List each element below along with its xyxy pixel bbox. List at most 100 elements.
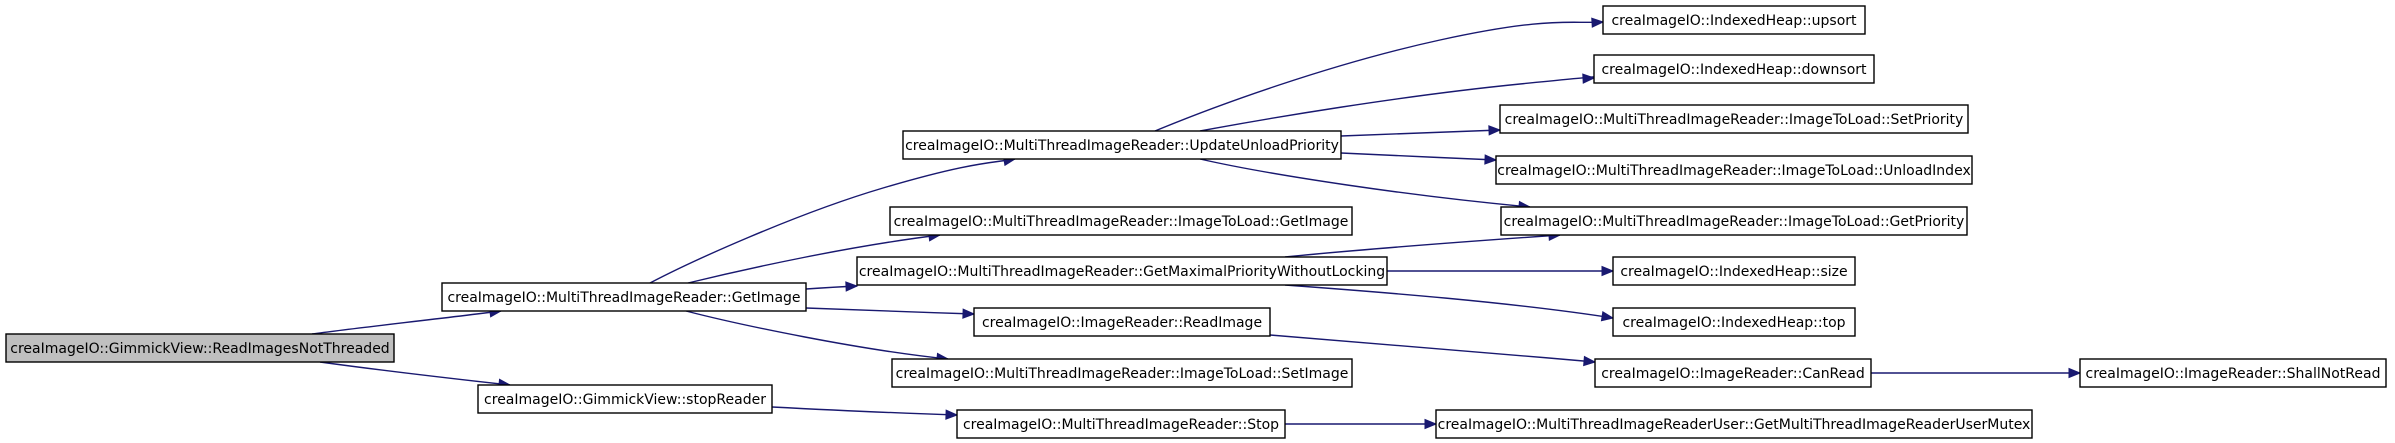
edge-n3-to-n11 [1340, 125, 1502, 137]
node-label: creaImageIO::MultiThreadImageReaderUser:… [1438, 417, 2031, 433]
arrowhead-icon [962, 308, 976, 319]
edge-line [771, 406, 958, 416]
edge-n1-to-n7 [685, 310, 950, 364]
graph-node-n2[interactable]: creaImageIO::GimmickView::stopReader [477, 384, 773, 414]
arrowhead-icon [2068, 367, 2082, 379]
node-box [441, 282, 807, 312]
edge-n3-to-n10 [1199, 73, 1596, 132]
graph-node-n17[interactable]: creaImageIO::ImageReader::ShallNotRead [2079, 358, 2387, 388]
node-label: creaImageIO::MultiThreadImageReader::Upd… [905, 138, 1339, 154]
graph-node-n10[interactable]: creaImageIO::IndexedHeap::downsort [1593, 54, 1875, 84]
edge-n16-to-n17 [1871, 367, 2082, 379]
node-label: creaImageIO::MultiThreadImageReader::Get… [859, 264, 1385, 280]
node-box [2079, 358, 2387, 388]
graph-node-n13[interactable]: creaImageIO::MultiThreadImageReader::Ima… [1500, 206, 1968, 236]
edge-line [687, 234, 941, 284]
edge-line [1199, 158, 1531, 208]
node-label: creaImageIO::MultiThreadImageReader::Sto… [963, 417, 1279, 433]
node-box [1435, 409, 2033, 439]
node-box [1602, 5, 1866, 35]
arrowhead-icon [1591, 17, 1605, 28]
node-box [1593, 54, 1875, 84]
graph-node-n1[interactable]: creaImageIO::MultiThreadImageReader::Get… [441, 282, 807, 312]
edge-n6-to-n16 [1269, 334, 1597, 367]
node-box [1612, 307, 1856, 337]
graph-node-n6[interactable]: creaImageIO::ImageReader::ReadImage [973, 307, 1271, 337]
node-box [477, 384, 773, 414]
node-label: creaImageIO::ImageReader::ShallNotRead [2086, 366, 2381, 382]
nodes-layer: creaImageIO::GimmickView::ReadImagesNotT… [5, 5, 2387, 439]
node-box [1594, 358, 1872, 388]
graph-node-n7[interactable]: creaImageIO::MultiThreadImageReader::Ima… [891, 358, 1353, 388]
arrowhead-icon [1600, 311, 1615, 322]
node-box [1499, 104, 1969, 134]
graph-node-n4[interactable]: creaImageIO::MultiThreadImageReader::Ima… [889, 206, 1353, 236]
edge-n5-to-n14 [1386, 265, 1615, 277]
graph-node-n0: creaImageIO::GimmickView::ReadImagesNotT… [5, 333, 395, 363]
node-label: creaImageIO::MultiThreadImageReader::Ima… [896, 366, 1349, 382]
arrowhead-icon [1582, 73, 1596, 84]
edges-layer [311, 17, 2082, 430]
node-box [889, 206, 1353, 236]
node-box [856, 256, 1388, 286]
arrowhead-icon [945, 409, 959, 420]
edge-n3-to-n12 [1340, 152, 1498, 165]
edge-line [1340, 129, 1501, 137]
graph-node-n9[interactable]: creaImageIO::IndexedHeap::upsort [1602, 5, 1866, 35]
node-label: creaImageIO::IndexedHeap::top [1622, 315, 1845, 331]
edge-line [1284, 284, 1614, 319]
arrowhead-icon [845, 281, 859, 292]
node-label: creaImageIO::IndexedHeap::size [1620, 264, 1847, 280]
node-box [1495, 155, 1973, 185]
node-label: creaImageIO::MultiThreadImageReader::Ima… [894, 214, 1349, 230]
arrowhead-icon [1601, 265, 1615, 277]
node-label: creaImageIO::GimmickView::stopReader [484, 392, 766, 408]
node-box [956, 409, 1286, 439]
node-label: creaImageIO::IndexedHeap::upsort [1611, 13, 1857, 29]
graph-node-n11[interactable]: creaImageIO::MultiThreadImageReader::Ima… [1499, 104, 1969, 134]
edge-n5-to-n15 [1284, 284, 1615, 322]
graph-node-n15[interactable]: creaImageIO::IndexedHeap::top [1612, 307, 1856, 337]
node-box [891, 358, 1353, 388]
graph-node-n3[interactable]: creaImageIO::MultiThreadImageReader::Upd… [902, 130, 1342, 160]
graph-node-n5[interactable]: creaImageIO::MultiThreadImageReader::Get… [856, 256, 1388, 286]
node-box [5, 333, 395, 363]
node-box [1500, 206, 1968, 236]
node-label: creaImageIO::GimmickView::ReadImagesNotT… [10, 341, 389, 357]
edge-n3-to-n13 [1199, 158, 1532, 212]
node-label: creaImageIO::MultiThreadImageReader::Ima… [1497, 163, 1970, 179]
node-label: creaImageIO::MultiThreadImageReader::Ima… [1505, 112, 1964, 128]
edge-line [805, 307, 975, 315]
edge-n3-to-n9 [1154, 17, 1605, 132]
node-label: creaImageIO::MultiThreadImageReader::Get… [447, 290, 800, 306]
graph-node-n8[interactable]: creaImageIO::MultiThreadImageReader::Sto… [956, 409, 1286, 439]
arrowhead-icon [1488, 125, 1502, 136]
edge-line [311, 310, 502, 335]
edge-line [1154, 21, 1604, 132]
edge-n0-to-n1 [311, 307, 503, 335]
node-box [1612, 256, 1856, 286]
edge-n8-to-n18 [1285, 418, 1438, 430]
graph-node-n18[interactable]: creaImageIO::MultiThreadImageReaderUser:… [1435, 409, 2033, 439]
arrowhead-icon [1484, 154, 1498, 165]
edge-n2-to-n8 [771, 406, 959, 420]
edge-line [319, 361, 511, 386]
edge-n1-to-n5 [805, 281, 859, 292]
edge-line [1269, 334, 1596, 363]
node-label: creaImageIO::ImageReader::ReadImage [982, 315, 1262, 331]
graph-node-n14[interactable]: creaImageIO::IndexedHeap::size [1612, 256, 1856, 286]
edge-n1-to-n6 [805, 307, 976, 319]
node-box [973, 307, 1271, 337]
graph-node-n12[interactable]: creaImageIO::MultiThreadImageReader::Ima… [1495, 155, 1973, 185]
node-box [902, 130, 1342, 160]
arrowhead-icon [1424, 418, 1438, 430]
edge-line [685, 310, 949, 360]
edge-line [1284, 234, 1561, 258]
edge-line [1340, 152, 1497, 161]
graph-node-n16[interactable]: creaImageIO::ImageReader::CanRead [1594, 358, 1872, 388]
node-label: creaImageIO::ImageReader::CanRead [1601, 366, 1865, 382]
edge-line [649, 158, 1016, 284]
node-label: creaImageIO::MultiThreadImageReader::Ima… [1504, 214, 1965, 230]
arrowhead-icon [1583, 355, 1597, 367]
